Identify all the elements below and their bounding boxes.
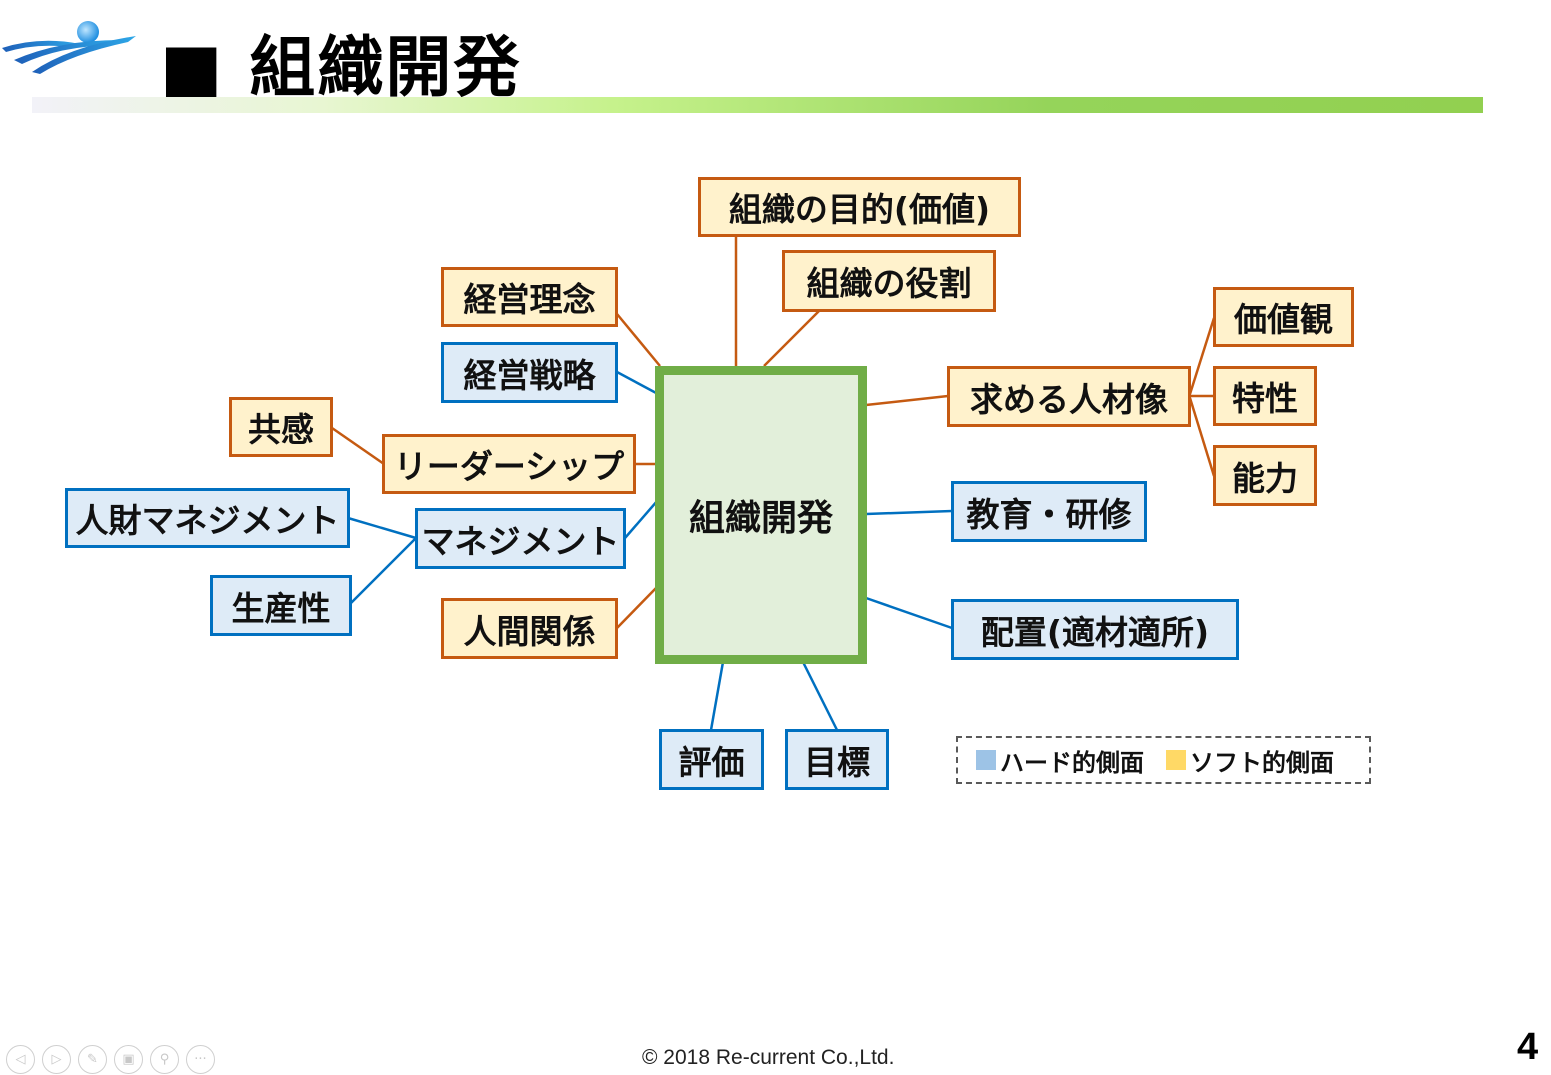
line-goals	[801, 661, 839, 731]
node-management: マネジメント	[415, 508, 626, 569]
legend: ハード的側面 ソフト的側面	[956, 736, 1371, 784]
line-ability	[1188, 397, 1216, 477]
next-icon[interactable]: ▷	[42, 1045, 71, 1074]
soft-swatch-icon	[1166, 750, 1186, 770]
node-goals: 目標	[785, 729, 889, 790]
node-productivity: 生産性	[210, 575, 352, 636]
zoom-icon[interactable]: ⚲	[150, 1045, 179, 1074]
node-training: 教育・研修	[951, 481, 1147, 542]
slides-icon[interactable]: ▣	[114, 1045, 143, 1074]
node-ability: 能力	[1213, 445, 1317, 506]
legend-item-hard: ハード的側面	[976, 743, 1144, 778]
line-management	[624, 499, 659, 539]
node-organization-role: 組織の役割	[782, 250, 996, 312]
line-empathy	[331, 426, 385, 466]
line-values	[1188, 317, 1216, 395]
slideshow-nav: ◁ ▷ ✎ ▣ ⚲ ···	[6, 1045, 215, 1074]
node-human-relationships: 人間関係	[441, 598, 618, 659]
line-training	[865, 509, 953, 516]
page-title: ■ 組織開発	[160, 29, 522, 106]
node-values: 価値観	[1213, 287, 1354, 347]
line-placement	[865, 596, 953, 630]
node-hr-management: 人財マネジメント	[65, 488, 350, 548]
center-node: 組織開発	[655, 366, 867, 664]
hard-swatch-icon	[976, 750, 996, 770]
line-hr-management	[347, 516, 417, 540]
company-logo	[2, 21, 136, 74]
line-strategy	[616, 370, 659, 396]
node-placement: 配置(適材適所)	[951, 599, 1239, 660]
line-relationships	[616, 585, 659, 629]
node-ideal-talent: 求める人材像	[947, 366, 1191, 427]
more-icon[interactable]: ···	[186, 1045, 215, 1074]
legend-hard-label: ハード的側面	[1000, 748, 1144, 777]
pen-icon[interactable]: ✎	[78, 1045, 107, 1074]
node-organization-purpose: 組織の目的(価値)	[698, 177, 1021, 237]
copyright: © 2018 Re-current Co.,Ltd.	[642, 1046, 895, 1069]
line-role	[763, 309, 821, 367]
legend-item-soft: ソフト的側面	[1166, 743, 1334, 778]
line-philosophy	[616, 313, 661, 367]
node-management-strategy: 経営戦略	[441, 342, 618, 403]
page-number: 4	[1517, 1026, 1539, 1068]
title-underline-bar	[32, 97, 1483, 113]
node-traits: 特性	[1213, 366, 1317, 426]
line-productivity	[349, 537, 417, 605]
node-empathy: 共感	[229, 397, 333, 457]
line-evaluation	[709, 661, 725, 731]
previous-icon[interactable]: ◁	[6, 1045, 35, 1074]
node-management-philosophy: 経営理念	[441, 267, 618, 327]
node-evaluation: 評価	[659, 729, 764, 790]
line-ideal-talent	[865, 394, 949, 407]
legend-soft-label: ソフト的側面	[1190, 748, 1334, 777]
node-leadership: リーダーシップ	[382, 434, 636, 494]
